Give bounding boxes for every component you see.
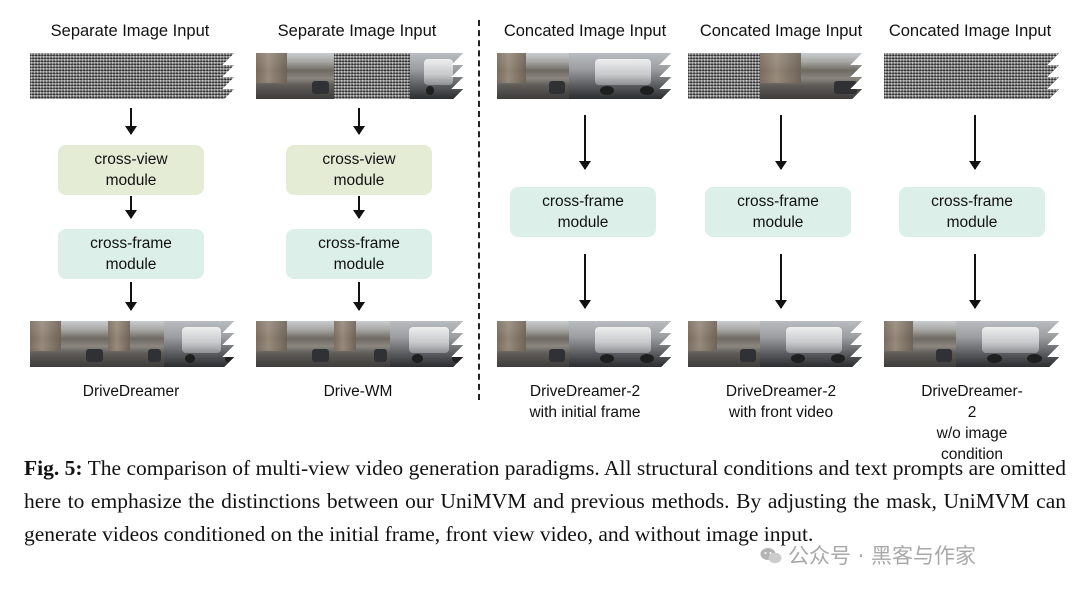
arrow-down bbox=[353, 196, 365, 219]
panel-5-input-strip bbox=[884, 53, 1060, 99]
panel-2-input-strip bbox=[256, 53, 464, 99]
street-image bbox=[497, 321, 569, 367]
strip-edge bbox=[221, 53, 235, 99]
panel-4-title: Concated Image Input bbox=[699, 22, 863, 40]
street-image bbox=[497, 53, 569, 99]
street-image bbox=[760, 53, 863, 99]
wechat-icon bbox=[760, 548, 782, 564]
arrow-down bbox=[353, 282, 365, 311]
noise-image bbox=[884, 53, 1060, 99]
strip-edge bbox=[450, 321, 464, 367]
noise-image bbox=[688, 53, 760, 99]
panel-3-title: Concated Image Input bbox=[503, 22, 667, 40]
figure-caption: Fig. 5: The comparison of multi-view vid… bbox=[24, 452, 1066, 551]
panel-1-input-strip bbox=[30, 53, 235, 99]
arrow-down bbox=[579, 115, 591, 170]
method-label-initial-frame: DriveDreamer-2 with initial frame bbox=[529, 383, 641, 421]
strip-edge bbox=[658, 321, 672, 367]
cross-frame-module: cross-frame module bbox=[705, 187, 851, 237]
arrow-down bbox=[775, 254, 787, 309]
strip-edge bbox=[1046, 53, 1060, 99]
panel-1-title: Separate Image Input bbox=[50, 22, 210, 40]
street-image bbox=[256, 321, 334, 367]
strip-edge bbox=[221, 321, 235, 367]
street-image bbox=[256, 53, 334, 99]
street-image bbox=[334, 321, 390, 367]
arrow-down bbox=[969, 254, 981, 309]
dashed-divider bbox=[478, 20, 480, 400]
street-image bbox=[30, 321, 108, 367]
strip-edge bbox=[450, 53, 464, 99]
street-image bbox=[688, 321, 760, 367]
truck-image bbox=[569, 321, 672, 367]
cross-frame-module: cross-frame module bbox=[899, 187, 1045, 237]
panel-2-output-strip bbox=[256, 321, 464, 367]
panel-1-output-strip bbox=[30, 321, 235, 367]
figure-number: Fig. 5: bbox=[24, 456, 83, 480]
panel-4-input-strip bbox=[688, 53, 863, 99]
cross-frame-module: cross-frame module bbox=[58, 229, 204, 279]
strip-edge bbox=[849, 321, 863, 367]
strip-edge bbox=[849, 53, 863, 99]
panel-3-output-strip bbox=[497, 321, 672, 367]
watermark-text: 公众号 · 黑客与作家 bbox=[788, 544, 977, 568]
truck-image bbox=[760, 321, 863, 367]
caption-text: The comparison of multi-view video gener… bbox=[24, 456, 1066, 546]
arrow-down bbox=[125, 196, 137, 219]
panel-3-input-strip bbox=[497, 53, 672, 99]
street-image bbox=[108, 321, 164, 367]
panel-4-output-strip bbox=[688, 321, 863, 367]
panel-5-title: Concated Image Input bbox=[888, 22, 1052, 40]
method-label-drivedreamer: DriveDreamer bbox=[82, 383, 180, 400]
method-label-no-image: DriveDreamer-2 w/o image condition bbox=[921, 383, 1023, 463]
cross-view-module: cross-view module bbox=[286, 145, 432, 195]
noise-image bbox=[334, 53, 410, 99]
cross-view-module: cross-view module bbox=[58, 145, 204, 195]
arrow-down bbox=[125, 108, 137, 135]
arrow-down bbox=[125, 282, 137, 311]
method-label-drive-wm: Drive-WM bbox=[323, 383, 393, 400]
arrow-down bbox=[353, 108, 365, 135]
method-label-front-video: DriveDreamer-2 with front video bbox=[725, 383, 837, 421]
arrow-down bbox=[579, 254, 591, 309]
truck-image bbox=[569, 53, 672, 99]
panel-5-output-strip bbox=[884, 321, 1060, 367]
watermark: 公众号 · 黑客与作家 bbox=[760, 540, 976, 570]
arrow-down bbox=[969, 115, 981, 170]
panel-2-title: Separate Image Input bbox=[277, 22, 437, 40]
cross-frame-module: cross-frame module bbox=[510, 187, 656, 237]
strip-edge bbox=[1046, 321, 1060, 367]
arrow-down bbox=[775, 115, 787, 170]
street-image bbox=[884, 321, 956, 367]
strip-edge bbox=[658, 53, 672, 99]
truck-image bbox=[956, 321, 1060, 367]
noise-image bbox=[30, 53, 235, 99]
cross-frame-module: cross-frame module bbox=[286, 229, 432, 279]
